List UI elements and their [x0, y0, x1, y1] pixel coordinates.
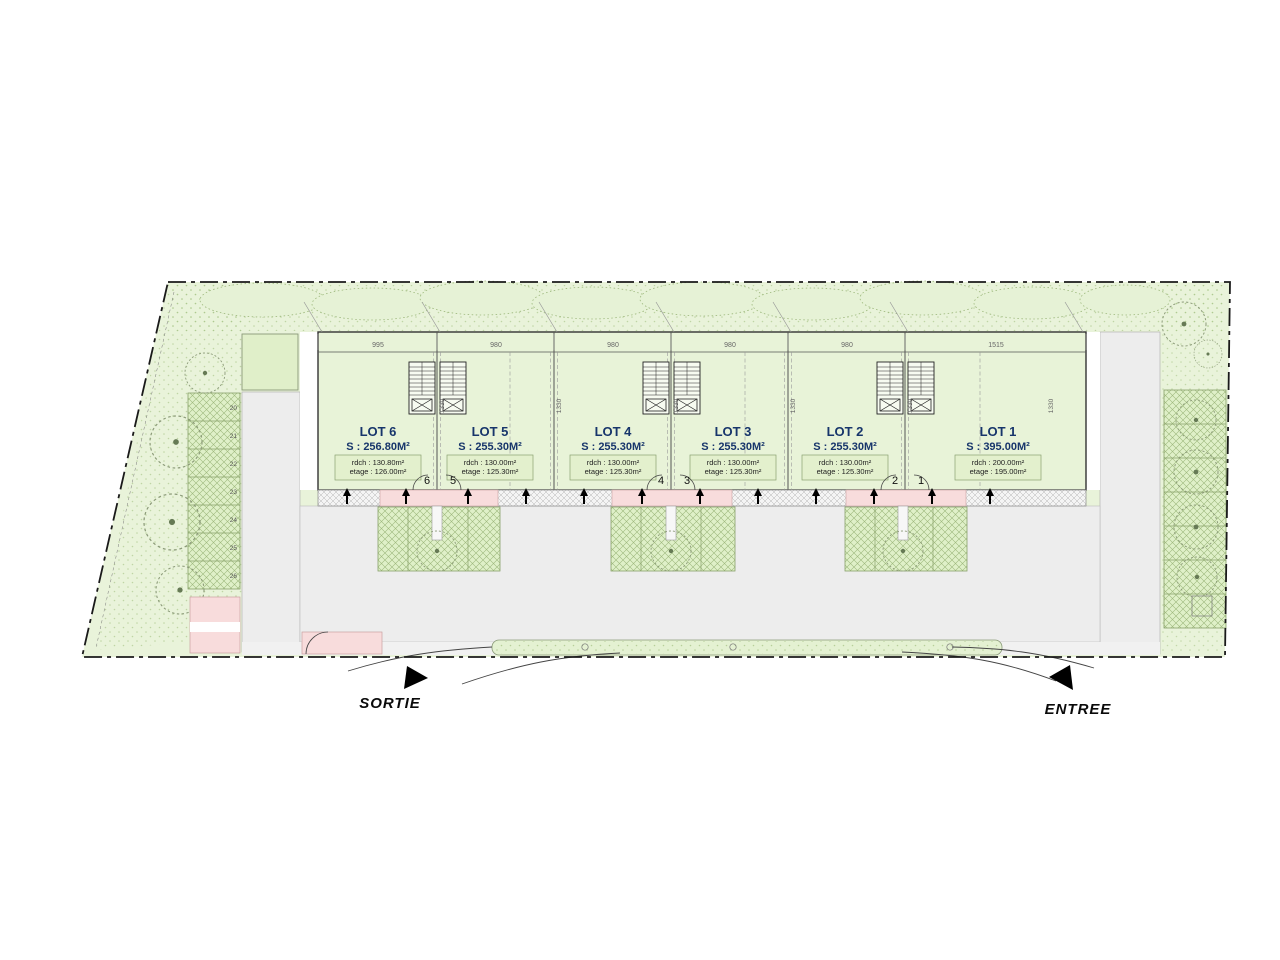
gap-left [300, 332, 318, 490]
lot-1-info-box [954, 454, 1042, 481]
parking-island-2 [610, 505, 736, 572]
lot-5-etage: etage : 125.30m² [462, 467, 519, 476]
parking-island-1 [377, 505, 501, 572]
parking-island-3 [844, 505, 968, 572]
lot-6: 995 LOT 6 S : 256.80M² rdch : 130.80m² e… [334, 342, 422, 481]
door-number-6: 6 [424, 475, 430, 487]
lot-1-rdch: rdch : 200.00m² [972, 458, 1025, 467]
exit-label: SORTIE [359, 695, 421, 712]
lot-6-rdch: rdch : 130.80m² [352, 458, 405, 467]
walkway [317, 487, 1087, 507]
lot-2-etage: etage : 125.30m² [817, 467, 874, 476]
lot-5-surface: S : 255.30M² [458, 441, 522, 453]
lot-6-etage: etage : 126.00m² [350, 467, 407, 476]
lot-4-title: LOT 4 [595, 424, 633, 439]
lot-2-surface: S : 255.30M² [813, 441, 877, 453]
boundary-inner-line [95, 291, 175, 649]
right-hatch-square [1191, 595, 1213, 617]
parking-space-number: 25 [230, 545, 238, 552]
left-hedge-square [241, 333, 299, 391]
parking-space-number: 24 [230, 517, 238, 524]
lot-6-info-box [334, 454, 422, 481]
lot-4-etage: etage : 125.30m² [585, 467, 642, 476]
parking-space-number: 22 [230, 461, 238, 468]
door-number-5: 5 [450, 475, 456, 487]
porch-pink-2 [611, 489, 733, 507]
door-number-1: 1 [918, 475, 924, 487]
lot-2: 980 LOT 2 S : 255.30M² rdch : 130.00m² e… [801, 342, 889, 481]
lot-3: 980 LOT 3 S : 255.30M² rdch : 130.00m² e… [689, 342, 777, 481]
lot-4-dim: 980 [607, 342, 619, 349]
parking-space-number: 23 [230, 489, 238, 496]
parking-space-number: 21 [230, 433, 238, 440]
lot-3-dim: 980 [724, 342, 736, 349]
lot-5-rdch: rdch : 130.00m² [464, 458, 517, 467]
exit-arrow-icon [404, 666, 428, 689]
side-dim: 1330 [790, 398, 797, 413]
lot-1-surface: S : 395.00M² [966, 441, 1030, 453]
door-number-3: 3 [684, 475, 690, 487]
side-dim: 1330 [1048, 398, 1055, 413]
lot-1-etage: etage : 195.00m² [970, 467, 1027, 476]
lot-4: 980 LOT 4 S : 255.30M² rdch : 130.00m² e… [569, 342, 657, 481]
entrance-sign: ENTREE [1045, 665, 1112, 718]
lot-4-surface: S : 255.30M² [581, 441, 645, 453]
lot-1-dim: 1515 [988, 342, 1004, 349]
porch-pink-1 [379, 489, 499, 507]
parking-left: 20 21 22 23 24 25 26 [187, 392, 241, 590]
parking-space-number: 20 [230, 405, 238, 412]
lot-3-surface: S : 255.30M² [701, 441, 765, 453]
lot-2-title: LOT 2 [827, 424, 864, 439]
lot-3-etage: etage : 125.30m² [705, 467, 762, 476]
top-hedge-row [199, 280, 1171, 321]
gap-right [1086, 332, 1100, 490]
lot-5-info-box [446, 454, 534, 481]
lot-5-dim: 980 [490, 342, 502, 349]
lot-6-title: LOT 6 [360, 424, 397, 439]
side-dim: 1330 [673, 398, 680, 413]
lot-6-dim: 995 [372, 342, 384, 349]
porch-pink-3 [845, 489, 967, 507]
lot-2-rdch: rdch : 130.00m² [819, 458, 872, 467]
exit-sign: SORTIE [359, 666, 428, 712]
vertical-dimensions: 1330 1330 1330 1330 1330 1330 [439, 398, 1055, 413]
side-dim: 1330 [907, 398, 914, 413]
lot-1-title: LOT 1 [980, 424, 1017, 439]
lot-1: 1515 LOT 1 S : 395.00M² rdch : 200.00m² … [954, 342, 1042, 481]
property-boundary [80, 281, 1231, 658]
pink-zones [189, 596, 383, 655]
access-curves [347, 646, 1095, 685]
parking-right [1163, 389, 1227, 629]
door-numbers: 6 5 4 3 2 1 [412, 474, 930, 491]
lot-3-info-box [689, 454, 777, 481]
lot-2-info-box [801, 454, 889, 481]
lot-5-title: LOT 5 [472, 424, 509, 439]
bottom-island [491, 639, 1003, 656]
lot-3-rdch: rdch : 130.00m² [707, 458, 760, 467]
side-dim: 1330 [556, 398, 563, 413]
entrance-arrow-icon [1049, 665, 1073, 690]
entrance-label: ENTREE [1045, 701, 1112, 718]
parking-space-number: 26 [230, 573, 238, 580]
right-driveway [1099, 331, 1161, 655]
lot-4-info-box [569, 454, 657, 481]
left-driveway [241, 391, 301, 653]
lot-6-surface: S : 256.80M² [346, 441, 410, 453]
door-number-2: 2 [892, 475, 898, 487]
lot-3-title: LOT 3 [715, 424, 752, 439]
lot-5: 980 LOT 5 S : 255.30M² rdch : 130.00m² e… [446, 342, 534, 481]
lot-4-rdch: rdch : 130.00m² [587, 458, 640, 467]
door-number-4: 4 [658, 475, 664, 487]
lot-2-dim: 980 [841, 342, 853, 349]
side-dim: 1330 [439, 398, 446, 413]
